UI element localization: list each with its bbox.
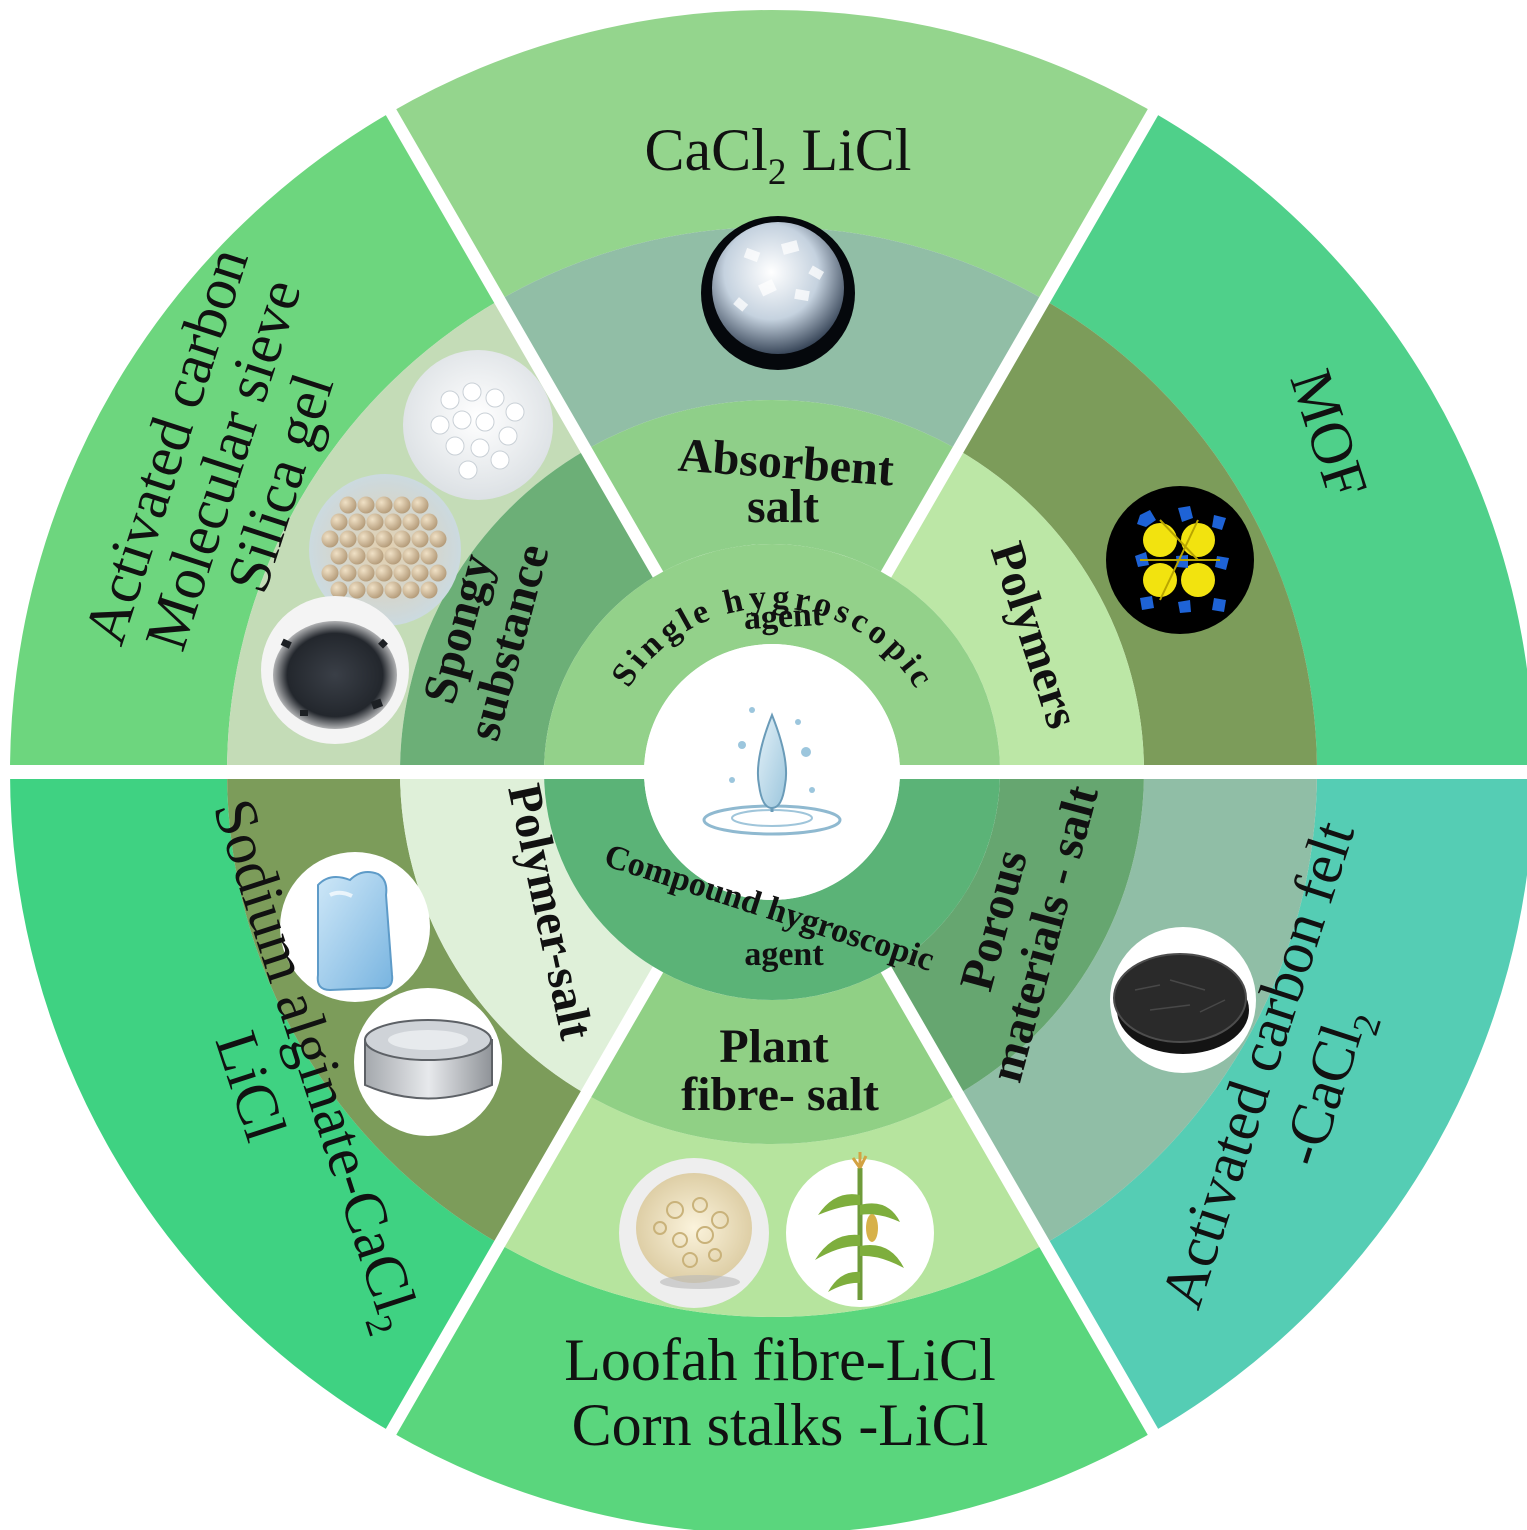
spongy-outer-ring xyxy=(10,112,500,773)
sieve-bead xyxy=(357,496,375,514)
sieve-bead xyxy=(429,564,447,582)
polymer-salt-outer-ring xyxy=(9,772,500,1432)
absorbent-salt-outer-ring xyxy=(391,10,1153,301)
sieve-bead xyxy=(384,547,402,565)
sieve-bead xyxy=(411,496,429,514)
sector-divider xyxy=(880,966,1163,1442)
sieve-bead xyxy=(339,530,357,548)
sieve-bead xyxy=(348,581,366,599)
absorbent-category-line2: salt xyxy=(747,480,819,533)
sector-divider xyxy=(880,102,1163,578)
plant-fibre-example-1: Loofah fibre-LiCl xyxy=(564,1327,996,1393)
sieve-bead xyxy=(366,581,384,599)
polymers-outer-ring xyxy=(1044,112,1527,772)
salt-examples: CaCl2 LiCl xyxy=(645,117,912,193)
activated-carbon-powder-image xyxy=(261,596,409,744)
sieve-bead xyxy=(348,513,366,531)
sieve-bead xyxy=(321,564,339,582)
sieve-bead xyxy=(402,513,420,531)
sieve-bead xyxy=(384,581,402,599)
hydrogel-disc-image xyxy=(354,988,502,1136)
absorbent-salt-category-ring xyxy=(586,399,958,575)
mof-structure-image xyxy=(1106,486,1254,634)
salt-crystals-image xyxy=(701,216,855,370)
sieve-bead xyxy=(330,547,348,565)
sieve-bead xyxy=(375,530,393,548)
sieve-bead xyxy=(357,530,375,548)
sieve-bead xyxy=(321,530,339,548)
sieve-bead xyxy=(375,496,393,514)
plant-fibre-category-line2: fibre- salt xyxy=(681,1068,879,1121)
plant-fibre-salt-category-ring xyxy=(586,969,958,1145)
sieve-bead xyxy=(411,564,429,582)
plant-fibre-salt-outer-ring xyxy=(391,1243,1153,1530)
sieve-bead xyxy=(330,581,348,599)
hydrogel-pad-image xyxy=(280,852,430,1002)
sieve-bead xyxy=(393,496,411,514)
sieve-bead xyxy=(393,564,411,582)
sieve-bead xyxy=(366,513,384,531)
porous-salt-outer-ring xyxy=(1044,772,1527,1432)
sieve-bead xyxy=(429,530,447,548)
molecular-sieve-beads-image xyxy=(309,474,461,626)
sector-divider xyxy=(381,102,664,578)
spongy-category-ring xyxy=(400,449,658,772)
sieve-bead xyxy=(411,530,429,548)
polymers-category-ring xyxy=(886,449,1144,772)
single-hygroscopic-label-line2: agent xyxy=(743,596,825,637)
sieve-bead xyxy=(402,547,420,565)
porous-salt-category-ring xyxy=(886,772,1145,1095)
sieve-bead xyxy=(420,547,438,565)
plant-fibre-category-line1: Plant xyxy=(719,1020,828,1073)
compound-hygroscopic-label-line2: agent xyxy=(744,936,824,973)
wheel-sectors xyxy=(2,10,1527,1530)
sieve-bead xyxy=(420,581,438,599)
sieve-bead xyxy=(339,564,357,582)
sieve-bead xyxy=(384,513,402,531)
loofah-sponge-image xyxy=(619,1158,769,1308)
sieve-bead xyxy=(366,547,384,565)
sieve-bead xyxy=(330,513,348,531)
corn-plant-image xyxy=(786,1152,934,1307)
water-drop-icon xyxy=(644,644,900,900)
sieve-bead xyxy=(375,564,393,582)
carbon-felt-disc-image xyxy=(1110,927,1256,1073)
sieve-bead xyxy=(348,547,366,565)
sieve-bead xyxy=(402,581,420,599)
material-images xyxy=(261,216,1256,1308)
sieve-bead xyxy=(339,496,357,514)
polymer-salt-category-ring xyxy=(400,772,658,1095)
plant-fibre-example-2: Corn stalks -LiCl xyxy=(572,1392,989,1458)
single-hygroscopic-ring xyxy=(544,544,1000,772)
sieve-bead xyxy=(420,513,438,531)
sieve-bead xyxy=(357,564,375,582)
sector-divider xyxy=(381,966,664,1442)
sieve-bead xyxy=(393,530,411,548)
silica-gel-beads-image xyxy=(403,350,553,500)
compound-hygroscopic-ring xyxy=(544,772,1000,1000)
